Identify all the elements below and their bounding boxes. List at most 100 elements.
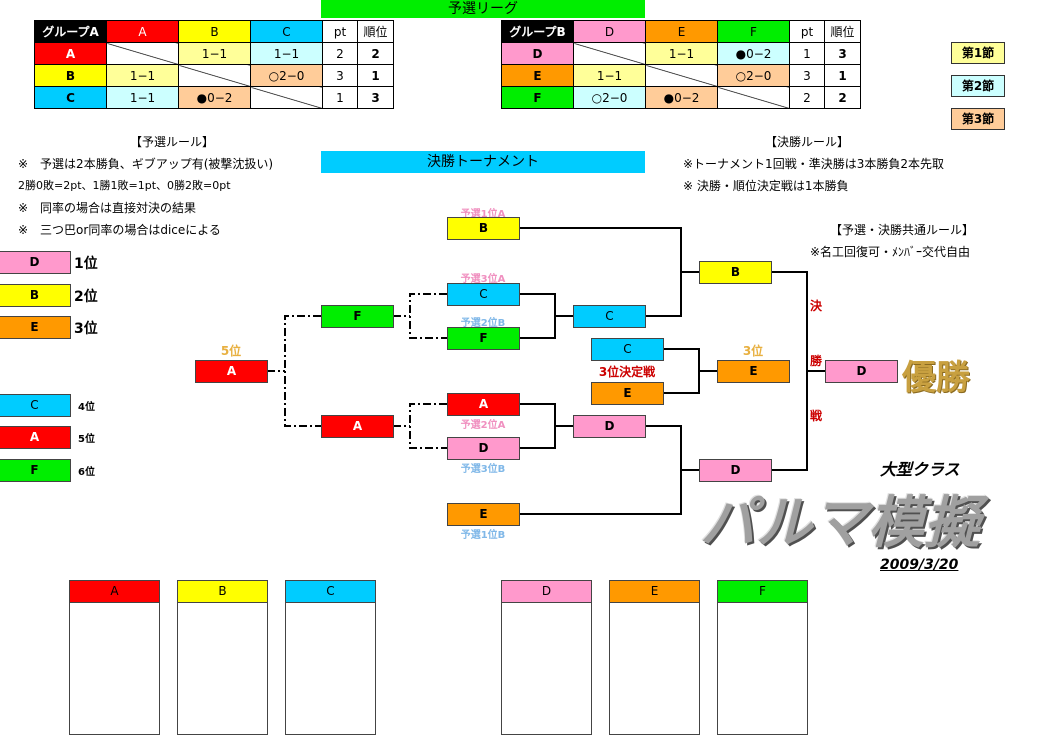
team-roster-d: D: [501, 580, 592, 735]
common-rule: ※名工回復可・ﾒﾝﾊﾞｰ交代自由: [810, 245, 971, 259]
standing-box: A: [0, 426, 71, 449]
result-cell: ●0−2: [178, 86, 251, 109]
diagonal-cell: [178, 64, 251, 87]
semi-box: D: [699, 459, 772, 482]
final-rule: ※トーナメント1回戦・準決勝は3本勝負2本先取: [683, 157, 944, 171]
row-team: D: [501, 42, 574, 65]
standing-box: D: [0, 251, 71, 274]
team-header: A: [70, 581, 159, 603]
diagonal-cell: [250, 86, 323, 109]
standing-box: F: [0, 459, 71, 482]
team-roster-e: E: [609, 580, 700, 735]
standing-box: E: [0, 316, 71, 339]
tournament-banner: 決勝トーナメント: [321, 151, 645, 173]
fifth-place-label: 5位: [220, 344, 242, 358]
seed-label: 予選2位A: [460, 420, 506, 431]
event-date: 2009/3/20: [880, 557, 959, 573]
result-cell: 1−1: [106, 64, 179, 87]
legend-round-3: 第3節: [951, 108, 1005, 130]
col-header: C: [250, 20, 323, 43]
r1-box: B: [447, 217, 520, 240]
diagonal-cell: [717, 86, 790, 109]
col-header: D: [573, 20, 646, 43]
rank-header: 順位: [824, 20, 861, 43]
team-header: C: [286, 581, 375, 603]
rank-cell: 2: [824, 86, 861, 109]
legend-round-2: 第2節: [951, 75, 1005, 97]
row-team: B: [34, 64, 107, 87]
r1-box: C: [447, 283, 520, 306]
r1-box: F: [447, 327, 520, 350]
event-logo: パルマ模擬: [700, 490, 980, 556]
team-header: E: [610, 581, 699, 603]
third-place-label: 3位: [742, 344, 764, 358]
result-cell: 1−1: [573, 64, 646, 87]
third-place-box: E: [717, 360, 790, 383]
prelim-rule: 2勝0敗=2pt、1勝1敗=1pt、0勝2敗=0pt: [18, 179, 231, 192]
third-match-box: E: [591, 382, 664, 405]
prelim-rules-title: 【予選ルール】: [130, 135, 215, 149]
final-rules-title: 【決勝ルール】: [765, 135, 850, 149]
prelim-rule: ※ 三つ巴or同率の場合はdiceによる: [18, 223, 221, 237]
standing-place: 2位: [74, 289, 98, 305]
team-roster-f: F: [717, 580, 808, 735]
third-match-label: 3位決定戦: [598, 365, 656, 379]
diagonal-cell: [573, 42, 646, 65]
standing-place: 3位: [74, 321, 98, 337]
standing-box: C: [0, 394, 71, 417]
result-cell: ○2−0: [250, 64, 323, 87]
consolation-box: A: [321, 415, 394, 438]
event-class: 大型クラス: [880, 460, 960, 479]
third-match-box: C: [591, 338, 664, 361]
result-cell: 1−1: [645, 42, 718, 65]
r1-box: E: [447, 503, 520, 526]
seed-label: 予選3位A: [460, 274, 506, 285]
prelim-rule: ※ 予選は2本勝負、ギブアップ有(被撃沈扱い): [18, 157, 274, 171]
result-cell: ●0−2: [645, 86, 718, 109]
rank-cell: 3: [357, 86, 394, 109]
row-team: C: [34, 86, 107, 109]
r2-box: D: [573, 415, 646, 438]
league-banner: 予選リーグ: [321, 0, 645, 18]
col-header: F: [717, 20, 790, 43]
final-label-char: 決: [810, 299, 823, 313]
standing-place: 5位: [78, 434, 95, 445]
team-roster-c: C: [285, 580, 376, 735]
consolation-box: F: [321, 305, 394, 328]
standing-box: B: [0, 284, 71, 307]
team-roster-a: A: [69, 580, 160, 735]
legend-round-1: 第1節: [951, 42, 1005, 64]
r1-box: D: [447, 437, 520, 460]
team-header: D: [502, 581, 591, 603]
seed-label: 予選1位A: [460, 209, 506, 220]
standing-place: 4位: [78, 402, 95, 413]
r2-box: C: [573, 305, 646, 328]
col-header: A: [106, 20, 179, 43]
result-cell: 1−1: [106, 86, 179, 109]
group-label: グループA: [34, 20, 107, 43]
final-label-char: 戦: [810, 409, 823, 423]
row-team: F: [501, 86, 574, 109]
standing-place: 1位: [74, 256, 98, 272]
common-rules-title: 【予選・決勝共通ルール】: [830, 223, 975, 237]
team-header: F: [718, 581, 807, 603]
prelim-rule: ※ 同率の場合は直接対決の結果: [18, 201, 197, 215]
result-cell: ●0−2: [717, 42, 790, 65]
semi-box: B: [699, 261, 772, 284]
seed-label: 予選2位B: [460, 318, 506, 329]
standing-place: 6位: [78, 467, 95, 478]
final-rule: ※ 決勝・順位決定戦は1本勝負: [683, 179, 849, 193]
seed-label: 予選1位B: [460, 530, 506, 541]
champion-box: D: [825, 360, 898, 383]
team-header: B: [178, 581, 267, 603]
result-cell: 1−1: [250, 42, 323, 65]
r1-box: A: [447, 393, 520, 416]
